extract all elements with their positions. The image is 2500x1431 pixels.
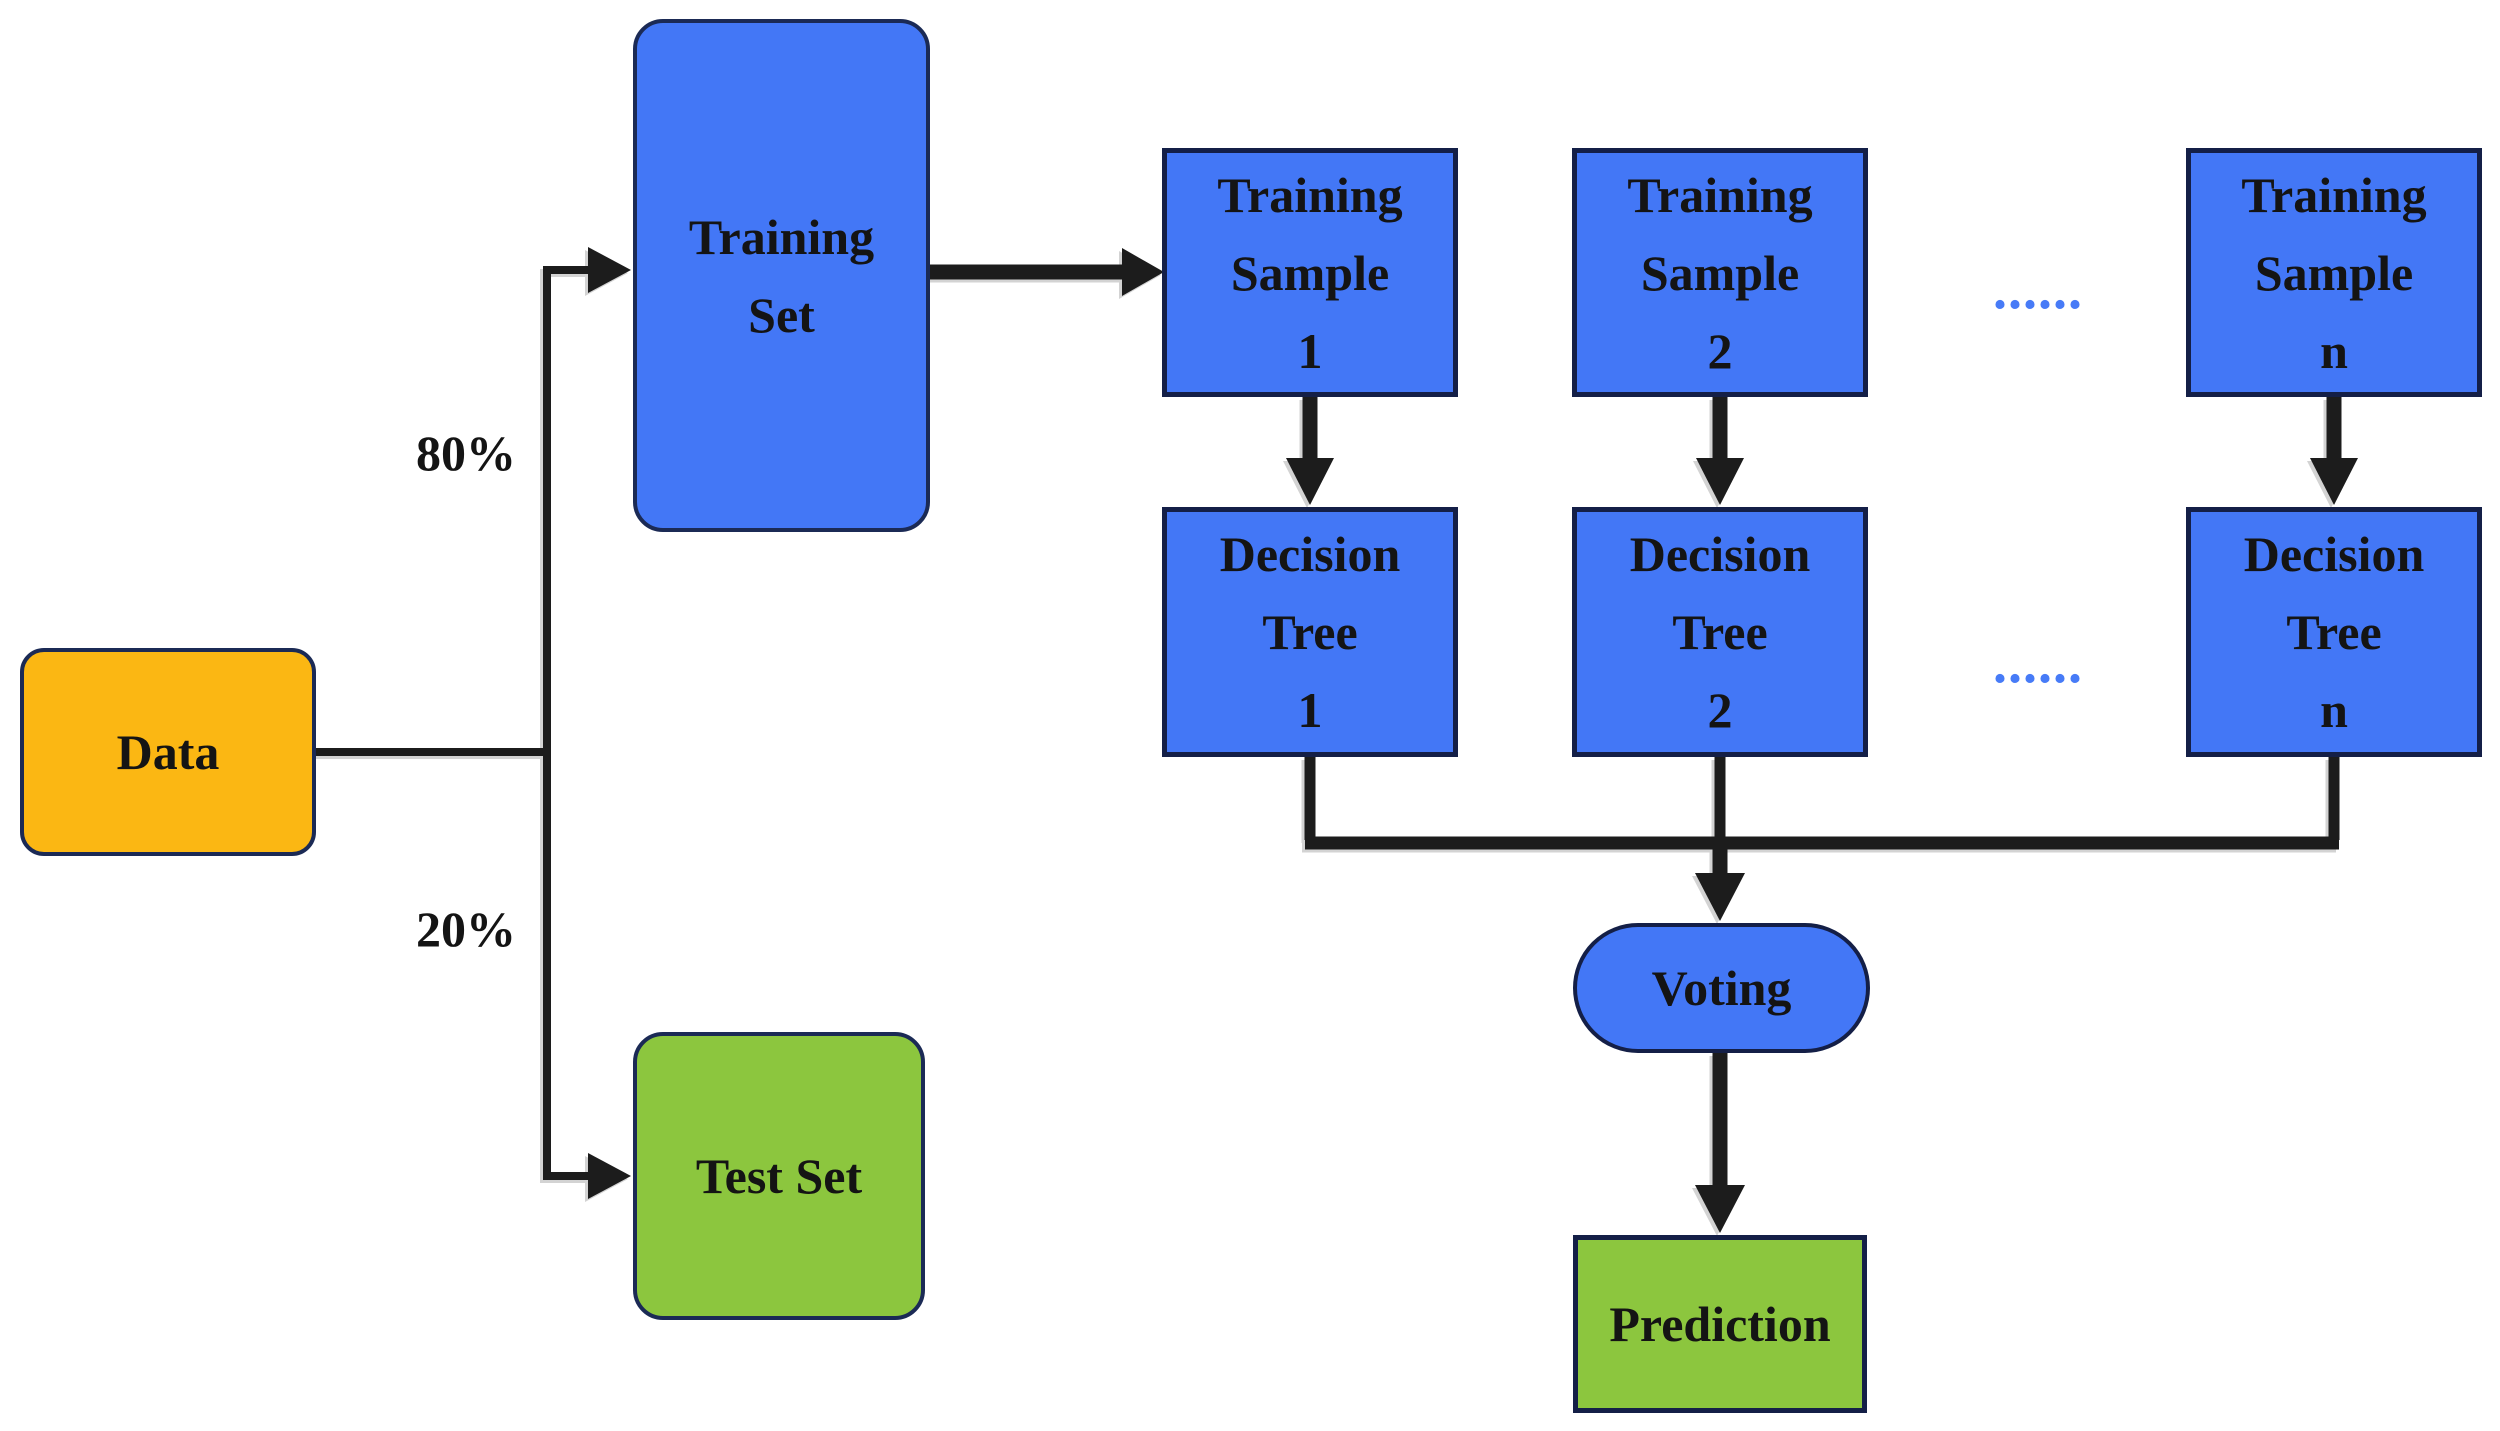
node-test-set: Test Set	[633, 1032, 925, 1320]
node-prediction-label: Prediction	[1609, 1296, 1831, 1352]
node-training-sample-n-line2: Sample	[2254, 244, 2414, 301]
node-voting: Voting	[1573, 923, 1870, 1053]
edge-split-branch	[543, 266, 592, 1180]
node-decision-tree-n-line1: Decision	[2243, 526, 2425, 582]
ellipsis-dots-trees-row: ......	[1993, 633, 2083, 695]
node-decision-tree-2: Decision Tree 2	[1572, 507, 1868, 757]
node-training-sample-n-line1: Training	[2241, 166, 2427, 223]
arrowhead-into-tree-n	[2310, 458, 2358, 505]
node-data-label: Data	[116, 724, 220, 780]
node-training-sample-n: Training Sample n	[2186, 148, 2482, 397]
node-training-sample-2-line3: 2	[1707, 322, 1733, 379]
arrowhead-into-prediction	[1695, 1185, 1745, 1233]
split-label-20-percent: 20%	[416, 901, 516, 957]
node-training-set: Training Set	[633, 19, 930, 532]
node-decision-tree-1-line2: Tree	[1262, 604, 1358, 660]
arrowhead-into-tree-1	[1286, 458, 1334, 505]
node-training-sample-1-line3: 1	[1297, 322, 1323, 379]
node-decision-tree-n-line3: n	[2320, 682, 2348, 738]
node-training-set-label-line1: Training	[688, 208, 875, 265]
node-training-set-label-line2: Set	[748, 286, 815, 343]
arrowhead-into-sample-1	[1122, 248, 1164, 296]
node-training-sample-2-line1: Training	[1627, 166, 1813, 223]
node-training-sample-2: Training Sample 2	[1572, 148, 1868, 397]
arrowhead-into-voting	[1695, 873, 1745, 921]
arrowhead-into-test-set	[588, 1153, 631, 1199]
node-data: Data	[20, 648, 316, 856]
node-training-sample-1: Training Sample 1	[1162, 148, 1458, 397]
node-decision-tree-n-line2: Tree	[2286, 604, 2382, 660]
node-voting-label: Voting	[1651, 960, 1792, 1016]
split-label-80-percent: 80%	[416, 425, 516, 481]
node-training-sample-2-line2: Sample	[1640, 244, 1800, 301]
node-decision-tree-1-line1: Decision	[1219, 526, 1401, 582]
arrowhead-into-tree-2	[1696, 458, 1744, 505]
node-training-sample-n-line3: n	[2320, 322, 2348, 379]
node-test-set-label: Test Set	[695, 1148, 863, 1204]
node-decision-tree-n: Decision Tree n	[2186, 507, 2482, 757]
node-decision-tree-1: Decision Tree 1	[1162, 507, 1458, 757]
node-training-sample-1-line1: Training	[1217, 166, 1403, 223]
node-decision-tree-2-line3: 2	[1707, 682, 1733, 738]
node-decision-tree-2-line2: Tree	[1672, 604, 1768, 660]
node-decision-tree-2-line1: Decision	[1629, 526, 1811, 582]
arrowhead-into-training-set	[588, 247, 631, 293]
node-prediction: Prediction	[1573, 1235, 1867, 1413]
node-training-sample-1-line2: Sample	[1230, 244, 1390, 301]
ellipsis-dots-samples-row: ......	[1993, 259, 2083, 321]
node-decision-tree-1-line3: 1	[1297, 682, 1323, 738]
